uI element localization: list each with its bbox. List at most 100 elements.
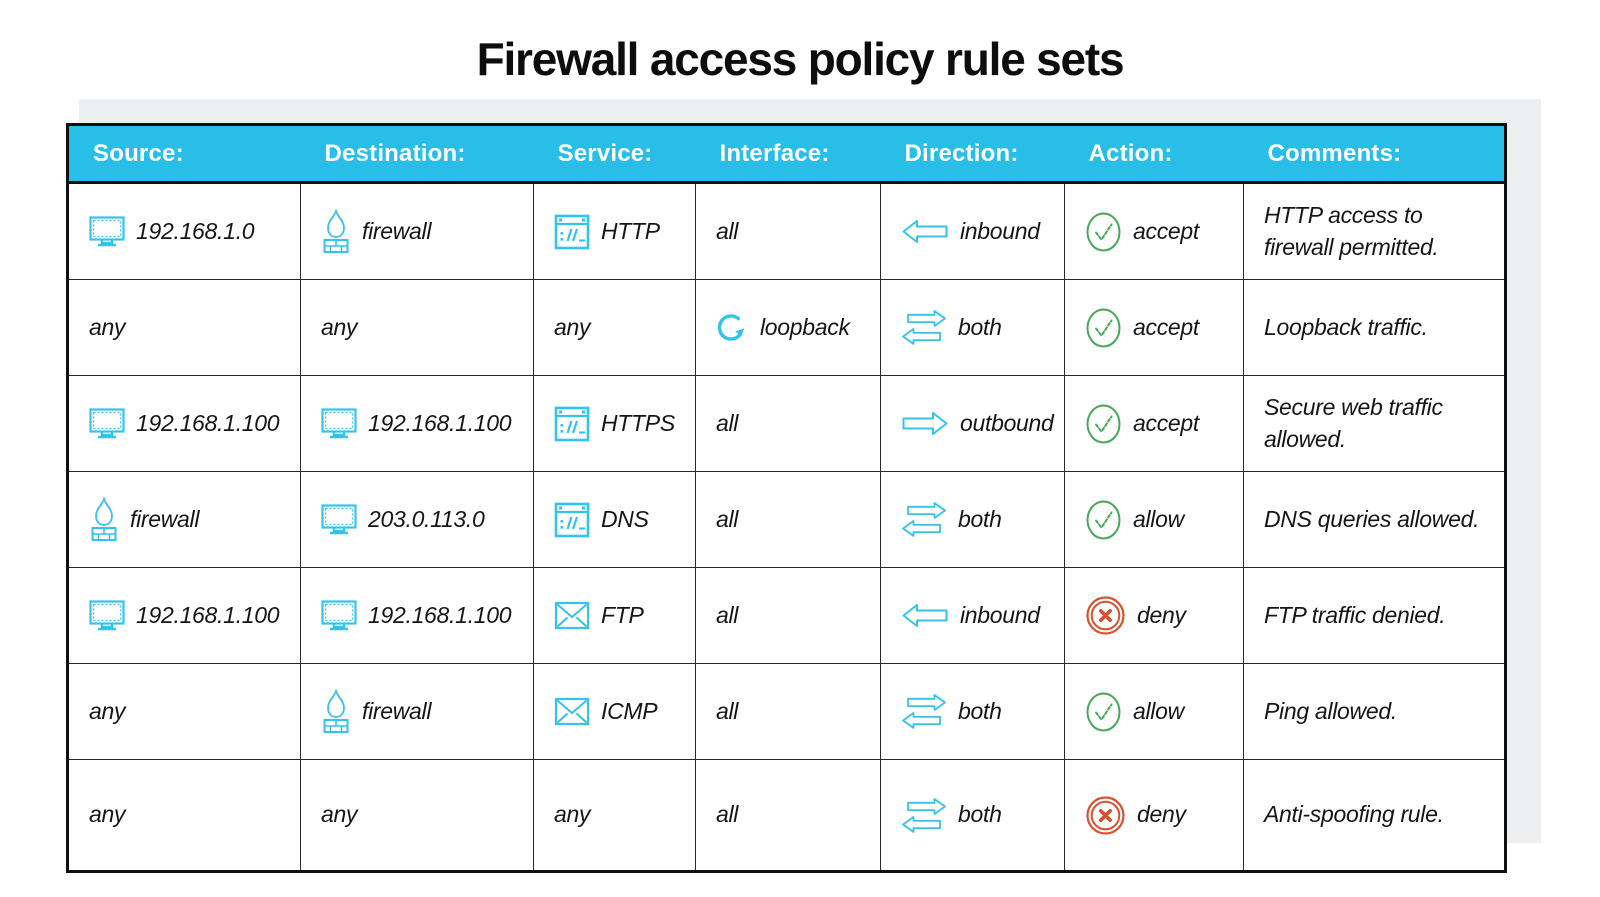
computer-icon: [321, 408, 357, 439]
cell-interface: all: [695, 182, 881, 280]
check-circle-icon: [1085, 211, 1122, 253]
firewall-icon: [321, 689, 351, 734]
cell-source: any: [67, 279, 301, 376]
arrows-both-icon: [901, 797, 947, 834]
cell-comments: HTTP access to firewall permitted.: [1243, 182, 1506, 280]
cell-service: HTTPS: [533, 375, 696, 472]
cell-action: accept: [1064, 375, 1244, 472]
browser-icon: [554, 406, 590, 442]
cell-service: ICMP: [533, 663, 696, 760]
cell-service: any: [533, 279, 696, 376]
browser-icon: [554, 214, 590, 250]
cell-text: allow: [1133, 505, 1184, 532]
browser-icon: [554, 502, 590, 538]
cell-action: accept: [1064, 279, 1244, 376]
cell-text: any: [89, 801, 126, 828]
loopback-icon: [716, 311, 749, 345]
firewall-rules-table: Source: Destination: Service: Interface:…: [66, 123, 1507, 873]
cell-destination: 192.168.1.100: [300, 375, 534, 472]
arrows-both-icon: [901, 309, 947, 346]
cell-text: deny: [1137, 601, 1186, 628]
cell-text: HTTP access to firewall permitted.: [1264, 202, 1439, 260]
cell-destination: any: [300, 279, 534, 376]
cell-text: accept: [1133, 217, 1199, 244]
x-circle-icon: [1085, 595, 1126, 636]
cell-text: loopback: [760, 313, 850, 340]
computer-icon: [89, 408, 125, 439]
computer-icon: [89, 216, 125, 247]
cell-destination: any: [300, 759, 534, 872]
cell-text: all: [716, 601, 739, 628]
cell-action: deny: [1064, 759, 1244, 872]
check-circle-icon: [1085, 307, 1122, 349]
firewall-icon: [89, 497, 119, 542]
table-header: Source: Destination: Service: Interface:…: [67, 124, 1506, 184]
cell-text: firewall: [362, 697, 432, 724]
cell-text: FTP traffic denied.: [1264, 601, 1446, 628]
cell-text: HTTPS: [601, 409, 675, 436]
cell-comments: DNS queries allowed.: [1243, 471, 1506, 568]
cell-comments: Loopback traffic.: [1243, 279, 1506, 376]
cell-service: HTTP: [533, 182, 696, 280]
cell-text: Secure web traffic allowed.: [1264, 394, 1443, 452]
cell-text: any: [554, 313, 591, 340]
cell-text: Anti-spoofing rule.: [1264, 801, 1444, 828]
cell-text: deny: [1137, 801, 1186, 828]
check-circle-icon: [1085, 499, 1122, 541]
column-header-interface: Interface:: [695, 124, 881, 184]
cell-comments: Anti-spoofing rule.: [1243, 759, 1506, 872]
cell-interface: all: [695, 663, 881, 760]
cell-text: firewall: [362, 217, 432, 244]
arrows-both-icon: [901, 501, 947, 538]
cell-text: 192.168.1.100: [136, 601, 280, 628]
cell-comments: Ping allowed.: [1243, 663, 1506, 760]
cell-text: Ping allowed.: [1264, 697, 1397, 724]
cell-direction: outbound: [880, 375, 1065, 472]
cell-text: accept: [1133, 409, 1199, 436]
cell-action: deny: [1064, 567, 1244, 664]
cell-service: any: [533, 759, 696, 872]
header-row: Source: Destination: Service: Interface:…: [67, 124, 1506, 184]
cell-service: FTP: [533, 567, 696, 664]
cell-text: outbound: [960, 409, 1054, 436]
cell-interface: all: [695, 375, 881, 472]
cell-text: both: [958, 697, 1002, 724]
cell-comments: FTP traffic denied.: [1243, 567, 1506, 664]
page-title: Firewall access policy rule sets: [476, 33, 1125, 85]
computer-icon: [89, 600, 125, 631]
column-header-comments: Comments:: [1243, 124, 1506, 184]
cell-comments: Secure web traffic allowed.: [1243, 375, 1506, 472]
cell-text: inbound: [960, 217, 1040, 244]
check-circle-icon: [1085, 691, 1122, 733]
cell-text: HTTP: [601, 217, 660, 244]
cell-text: allow: [1133, 697, 1184, 724]
table-row: 192.168.1.0 firewall HTTP all inbound accept H…: [67, 182, 1506, 280]
cell-action: accept: [1064, 182, 1244, 280]
cell-direction: both: [880, 279, 1065, 376]
cell-action: allow: [1064, 471, 1244, 568]
cell-text: all: [716, 505, 739, 532]
column-header-action: Action:: [1064, 124, 1244, 184]
cell-source: 192.168.1.0: [67, 182, 301, 280]
check-circle-icon: [1085, 403, 1122, 445]
cell-text: firewall: [130, 505, 200, 532]
column-header-direction: Direction:: [880, 124, 1065, 184]
cell-text: 192.168.1.100: [368, 601, 512, 628]
column-header-destination: Destination:: [300, 124, 534, 184]
cell-text: all: [716, 409, 739, 436]
computer-icon: [321, 600, 357, 631]
cell-text: both: [958, 505, 1002, 532]
cell-text: Loopback traffic.: [1264, 313, 1428, 340]
cell-source: 192.168.1.100: [67, 567, 301, 664]
cell-direction: both: [880, 663, 1065, 760]
cell-text: ICMP: [601, 697, 658, 724]
arrow-left-icon: [901, 602, 949, 629]
cell-text: any: [554, 801, 591, 828]
